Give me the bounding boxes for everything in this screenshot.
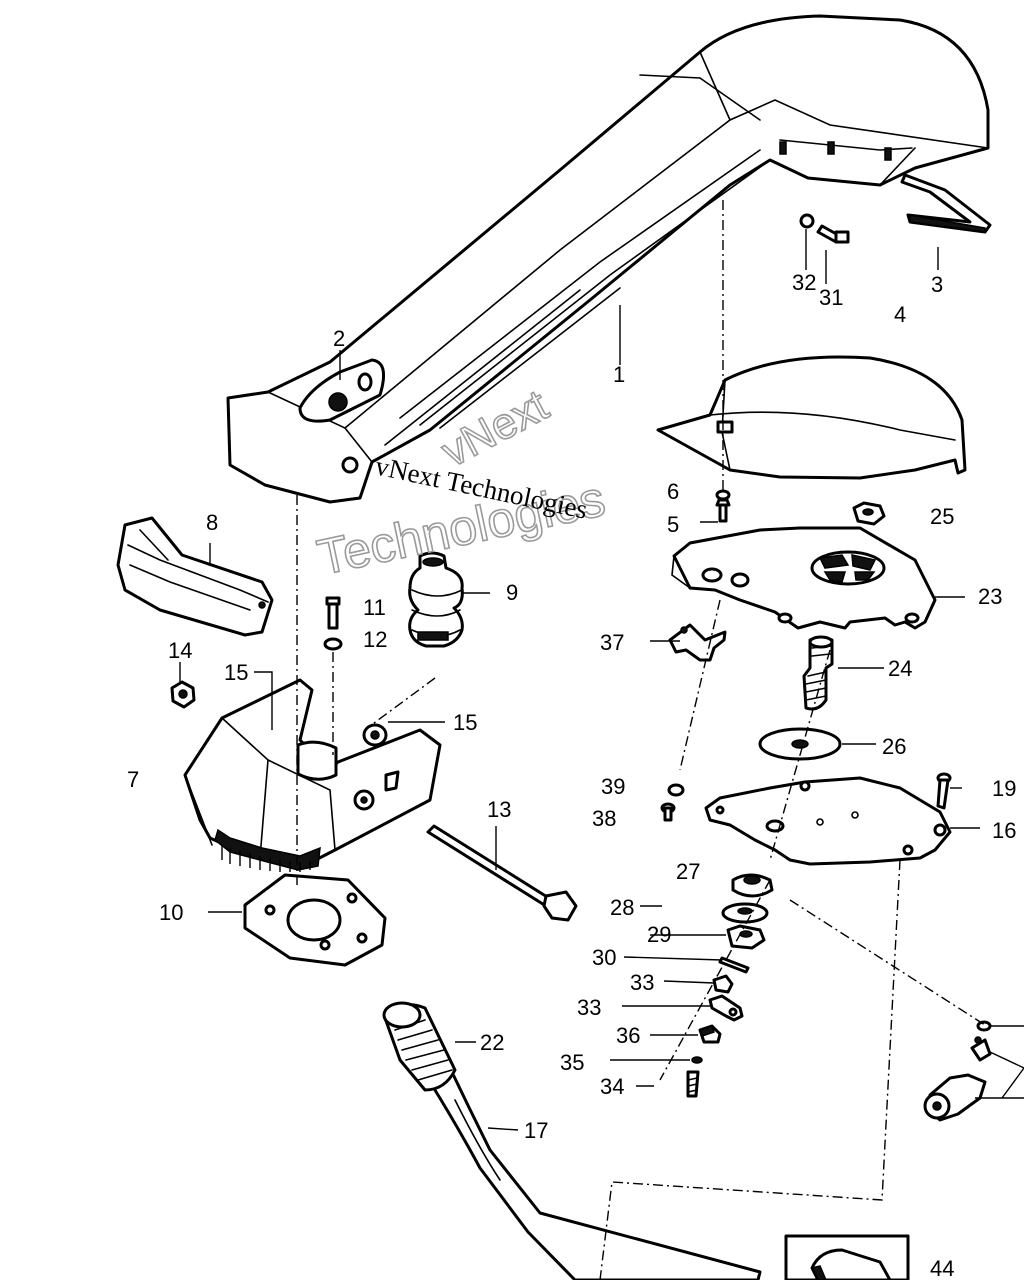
hardware-stack-27-36 — [686, 873, 774, 1098]
callout-44: 44 — [930, 1256, 954, 1280]
callout-12: 12 — [363, 627, 387, 652]
callout-15-left: 15 — [224, 660, 248, 685]
gear-cover-plate-part-23 — [671, 526, 937, 630]
callout-13: 13 — [487, 797, 511, 822]
callout-8: 8 — [206, 510, 218, 535]
screw-and-washer-5-6 — [715, 489, 731, 523]
long-bolt-part-13 — [426, 824, 578, 922]
lower-cover-part-4 — [656, 355, 967, 480]
callout-15-right: 15 — [453, 710, 477, 735]
right-edge-fittings — [923, 1020, 992, 1122]
callout-23: 23 — [978, 584, 1002, 609]
callout-10: 10 — [159, 900, 183, 925]
callout-37: 37 — [600, 630, 624, 655]
callouts: 1 2 3 4 5 6 7 8 9 10 11 12 13 14 15 15 1… — [127, 270, 1016, 1280]
callout-2: 2 — [333, 326, 345, 351]
callout-3: 3 — [931, 272, 943, 297]
callout-7: 7 — [127, 767, 139, 792]
screw-and-washer-38-39 — [660, 783, 685, 822]
lever-part-17 — [428, 1066, 762, 1280]
callout-17: 17 — [524, 1118, 548, 1143]
callout-27: 27 — [676, 859, 700, 884]
bolt-and-washer-31-32 — [799, 213, 850, 244]
threaded-stud-part-24 — [802, 635, 834, 711]
callout-14: 14 — [168, 638, 192, 663]
base-plate-part-16 — [704, 776, 952, 866]
callout-39: 39 — [601, 774, 625, 799]
callout-31: 31 — [819, 285, 843, 310]
mounting-plate-part-10 — [243, 873, 387, 967]
callout-38: 38 — [592, 806, 616, 831]
washer-part-26 — [758, 727, 842, 761]
callout-24: 24 — [888, 656, 912, 681]
callout-33-lower: 33 — [577, 995, 601, 1020]
callout-11: 11 — [363, 595, 386, 620]
construction-lines — [296, 200, 986, 1280]
callout-32: 32 — [792, 270, 816, 295]
callout-30: 30 — [592, 945, 616, 970]
callout-33-upper: 33 — [630, 970, 654, 995]
base-bracket-part-7 — [183, 678, 442, 872]
callout-5: 5 — [667, 512, 679, 537]
callout-9: 9 — [506, 580, 518, 605]
callout-28: 28 — [610, 895, 634, 920]
callout-29: 29 — [647, 922, 671, 947]
callout-25: 25 — [930, 504, 954, 529]
clip-part-37 — [668, 623, 727, 662]
callout-22: 22 — [480, 1030, 504, 1055]
part-44 — [784, 1234, 910, 1280]
seal-strip-part-3 — [900, 173, 992, 234]
leader-lines — [179, 229, 1024, 1131]
callout-36: 36 — [616, 1023, 640, 1048]
grip-part-8 — [116, 516, 274, 637]
nut-part-25 — [852, 501, 886, 526]
callout-26: 26 — [882, 734, 906, 759]
callout-4: 4 — [894, 302, 906, 327]
grip-part-22 — [382, 1001, 457, 1092]
callout-34: 34 — [600, 1074, 624, 1099]
callout-1: 1 — [613, 362, 625, 387]
callout-19: 19 — [992, 776, 1016, 801]
screw-part-19 — [936, 772, 952, 810]
callout-6: 6 — [667, 479, 679, 504]
bellows-part-9 — [408, 551, 464, 648]
arm-cover-part-1 — [226, 14, 990, 504]
callout-35: 35 — [560, 1050, 584, 1075]
callout-16: 16 — [992, 818, 1016, 843]
